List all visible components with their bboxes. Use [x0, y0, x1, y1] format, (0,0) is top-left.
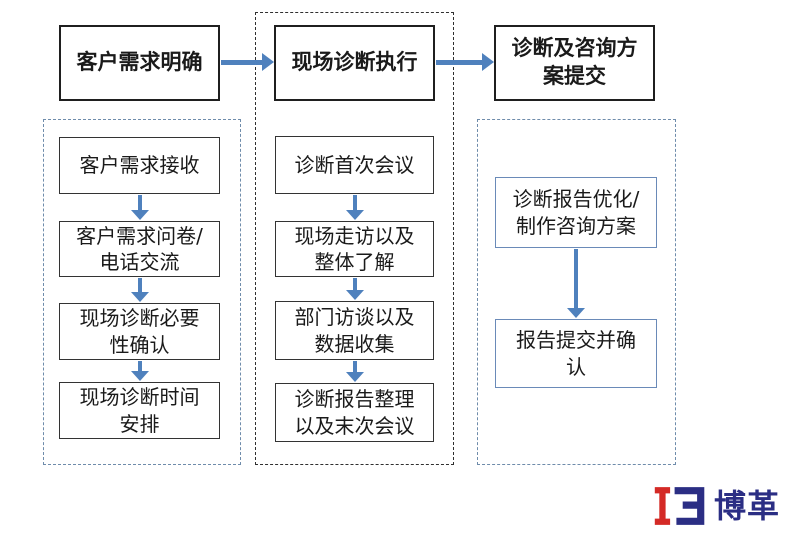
header-box-phase3: 诊断及咨询方 案提交 — [494, 25, 655, 101]
arrow-head-icon — [131, 292, 149, 302]
arrow-down-col2-3 — [346, 361, 364, 382]
arrow-head-icon — [346, 210, 364, 220]
arrow-down-col1-1 — [131, 195, 149, 220]
arrow-down-col3-1 — [567, 249, 585, 318]
phase2-container — [255, 12, 454, 465]
phase1-container — [43, 119, 241, 465]
step-box-col1-3: 现场诊断必要 性确认 — [59, 303, 220, 360]
arrow-shaft — [138, 278, 142, 293]
arrow-shaft — [138, 195, 142, 211]
boge-logo-text: 博革 — [714, 487, 781, 525]
arrow-head-icon — [131, 371, 149, 381]
arrow-head-icon — [482, 53, 494, 71]
header-box-phase1: 客户需求明确 — [59, 25, 220, 101]
step-box-col1-2: 客户需求问卷/ 电话交流 — [59, 221, 220, 277]
step-box-col3-2: 报告提交并确 认 — [495, 319, 657, 388]
arrow-shaft — [436, 60, 484, 65]
step-box-col2-4: 诊断报告整理 以及末次会议 — [275, 383, 434, 442]
arrow-shaft — [353, 195, 357, 211]
boge-logo: 博革 — [653, 484, 780, 528]
arrow-head-icon — [346, 290, 364, 300]
header-box-phase2: 现场诊断执行 — [274, 25, 435, 101]
step-box-col1-1: 客户需求接收 — [59, 137, 220, 194]
arrow-head-icon — [346, 372, 364, 382]
arrow-down-col2-2 — [346, 278, 364, 300]
arrow-head-icon — [567, 308, 585, 318]
step-box-col3-1: 诊断报告优化/ 制作咨询方案 — [495, 177, 657, 248]
arrow-shaft — [221, 60, 264, 65]
arrow-shaft — [353, 278, 357, 291]
step-box-col2-2: 现场走访以及 整体了解 — [275, 221, 434, 277]
arrow-down-col2-1 — [346, 195, 364, 220]
arrow-head-icon — [131, 210, 149, 220]
arrow-down-col1-2 — [131, 278, 149, 302]
arrow-shaft — [138, 361, 142, 372]
step-box-col1-4: 现场诊断时间 安排 — [59, 382, 220, 439]
arrow-down-col1-3 — [131, 361, 149, 381]
arrow-shaft — [353, 361, 357, 373]
boge-logo-icon — [654, 487, 705, 525]
arrow-shaft — [574, 249, 578, 309]
step-box-col2-1: 诊断首次会议 — [275, 136, 434, 194]
arrow-right-phase1-phase2 — [221, 52, 274, 73]
phase3-container — [477, 119, 676, 465]
arrow-head-icon — [262, 53, 274, 71]
arrow-right-phase2-phase3 — [436, 52, 494, 73]
step-box-col2-3: 部门访谈以及 数据收集 — [275, 301, 434, 360]
